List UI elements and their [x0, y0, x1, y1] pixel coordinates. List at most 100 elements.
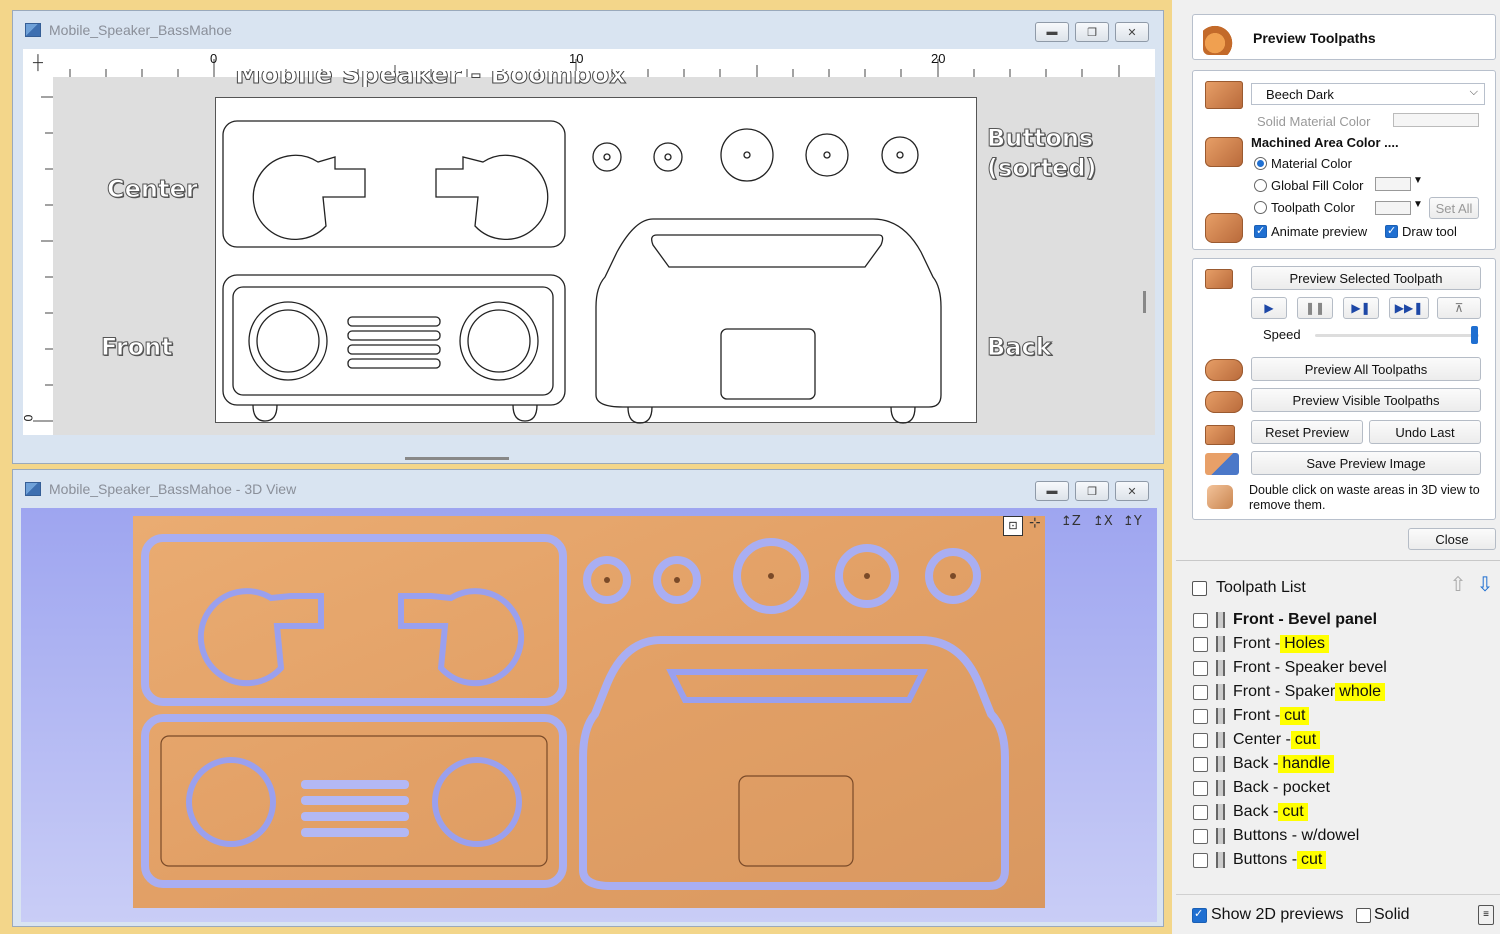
toolpath-row[interactable]: Back - handle [1190, 753, 1335, 775]
show-2d-previews-label: Show 2D previews [1211, 906, 1344, 923]
toolpath-row[interactable]: Back - pocket [1190, 777, 1330, 799]
to-top-button[interactable]: ⊼ [1437, 297, 1481, 319]
toolpath-highlight: Holes [1280, 635, 1330, 653]
label-center: Center [107, 175, 199, 204]
fast-forward-button[interactable]: ▶▶❚ [1389, 297, 1429, 319]
iso-view-icon[interactable]: ⊹ [1029, 514, 1041, 530]
tool-bit-icon [1216, 804, 1225, 820]
toolpath-name: Front - [1233, 635, 1281, 652]
window-3d-titlebar[interactable]: Mobile_Speaker_BassMahoe - 3D View [13, 470, 1163, 508]
preview-selected-toolpath-button[interactable]: Preview Selected Toolpath [1251, 266, 1481, 290]
vertical-scrollbar[interactable] [1143, 291, 1146, 313]
tool-bit-icon [1216, 852, 1225, 868]
toolpath-checkbox[interactable] [1193, 660, 1208, 676]
move-down-icon[interactable]: ⇩ [1476, 574, 1494, 596]
radio-material-color-label: Material Color [1271, 156, 1352, 171]
radio-material-color[interactable] [1254, 157, 1267, 170]
show-2d-previews-checkbox[interactable] [1192, 907, 1207, 923]
vector-drawing [222, 120, 942, 424]
ruler-label-10: 10 [569, 51, 584, 66]
ruler-origin-icon[interactable]: ┼ [23, 49, 53, 78]
x-view-icon[interactable]: ↥X [1093, 514, 1113, 529]
toolpath-name: Buttons - w/dowel [1233, 827, 1360, 844]
waste-removal-hint: Double click on waste areas in 3D view t… [1249, 483, 1480, 512]
toolpath-row[interactable]: Front - Spaker whole [1190, 681, 1386, 703]
close-window-button[interactable]: ✕ [1115, 22, 1149, 42]
toolpath-checkbox[interactable] [1193, 756, 1208, 772]
window-3d-title: Mobile_Speaker_BassMahoe - 3D View [49, 481, 297, 497]
close-window-button[interactable]: ✕ [1115, 481, 1149, 501]
vertical-ruler: 0 [21, 77, 54, 435]
toolpath-checkbox[interactable] [1193, 804, 1208, 820]
drawing-canvas[interactable]: Mobile Speaker - Boombox [53, 71, 1155, 460]
speed-slider-track[interactable] [1315, 334, 1479, 337]
fit-view-icon[interactable]: ⊡ [1003, 516, 1023, 536]
animate-icon [1205, 213, 1243, 243]
toolpath-checkbox[interactable] [1193, 828, 1208, 844]
toolpath-checkbox[interactable] [1193, 636, 1208, 652]
toolpath-row[interactable]: Center - cut [1190, 729, 1321, 751]
tool-bit-icon [1216, 684, 1225, 700]
3d-viewport[interactable]: ⊡ ⊹ ↥Z ↥X ↥Y [21, 508, 1157, 922]
chevron-down-icon: ▼ [1413, 175, 1423, 186]
set-all-button[interactable]: Set All [1429, 197, 1479, 219]
panel-options-icon[interactable]: ≡ [1478, 905, 1494, 925]
close-button[interactable]: Close [1408, 528, 1496, 550]
pause-button[interactable]: ❚❚ [1297, 297, 1333, 319]
reset-preview-button[interactable]: Reset Preview [1251, 420, 1363, 444]
preview-visible-toolpaths-button[interactable]: Preview Visible Toolpaths [1251, 388, 1481, 412]
radio-global-fill-color[interactable] [1254, 179, 1267, 192]
sheet-title-partial: Mobile Speaker - Boombox [235, 71, 627, 87]
play-button[interactable]: ▶ [1251, 297, 1287, 319]
toolpath-name: Front - [1233, 707, 1281, 724]
toolpath-list-checkbox[interactable] [1192, 581, 1207, 596]
document-icon [25, 23, 41, 37]
toolpath-highlight: cut [1290, 731, 1321, 749]
maximize-button[interactable]: ❐ [1075, 481, 1109, 501]
global-fill-color-swatch[interactable] [1375, 177, 1411, 191]
z-view-icon[interactable]: ↥Z [1061, 514, 1081, 529]
animate-preview-label: Animate preview [1271, 224, 1368, 239]
toolpath-row[interactable]: Front - Speaker bevel [1190, 657, 1387, 679]
draw-tool-checkbox[interactable] [1385, 224, 1398, 238]
toolpath-row[interactable]: Back - cut [1190, 801, 1308, 823]
animate-preview-checkbox[interactable] [1254, 224, 1267, 238]
toolpath-checkbox[interactable] [1193, 780, 1208, 796]
radio-toolpath-color[interactable] [1254, 201, 1267, 214]
minimize-button[interactable]: ▬ [1035, 481, 1069, 501]
toolpath-row[interactable]: Front - cut [1190, 705, 1310, 727]
toolpath-checkbox[interactable] [1193, 612, 1208, 628]
toolpath-name: Front - Bevel panel [1233, 611, 1378, 628]
horizontal-scrollbar[interactable] [405, 457, 509, 460]
toolpath-checkbox[interactable] [1193, 852, 1208, 868]
wood-preview [133, 516, 1045, 908]
step-forward-button[interactable]: ▶❚ [1343, 297, 1379, 319]
move-up-icon[interactable]: ⇧ [1449, 574, 1467, 596]
undo-last-button[interactable]: Undo Last [1369, 420, 1481, 444]
toolpath-row[interactable]: Front - Holes [1190, 633, 1330, 655]
reset-preview-icon [1205, 425, 1235, 445]
preview-header: Preview Toolpaths [1192, 14, 1496, 60]
toolpath-color-swatch[interactable] [1375, 201, 1411, 215]
toolpath-row[interactable]: Buttons - cut [1190, 849, 1327, 871]
toolpath-checkbox[interactable] [1193, 708, 1208, 724]
toolpath-checkbox[interactable] [1193, 732, 1208, 748]
toolpath-row[interactable]: Front - Bevel panel [1190, 609, 1377, 631]
solid-material-color-label: Solid Material Color [1257, 114, 1371, 129]
toolpath-checkbox[interactable] [1193, 684, 1208, 700]
maximize-button[interactable]: ❐ [1075, 22, 1109, 42]
tool-bit-icon [1216, 636, 1225, 652]
y-view-icon[interactable]: ↥Y [1123, 514, 1142, 529]
tool-bit-icon [1216, 828, 1225, 844]
material-dropdown[interactable]: Beech Dark ⌵ [1251, 83, 1485, 105]
minimize-button[interactable]: ▬ [1035, 22, 1069, 42]
radio-global-fill-color-label: Global Fill Color [1271, 178, 1364, 193]
speed-slider-thumb[interactable] [1471, 326, 1478, 344]
save-preview-image-button[interactable]: Save Preview Image [1251, 451, 1481, 475]
window-2d-titlebar[interactable]: Mobile_Speaker_BassMahoe [13, 11, 1163, 49]
solid-checkbox[interactable] [1356, 908, 1371, 923]
toolpath-row[interactable]: Buttons - w/dowel [1190, 825, 1359, 847]
panel-title: Preview Toolpaths [1253, 30, 1376, 46]
preview-all-toolpaths-button[interactable]: Preview All Toolpaths [1251, 357, 1481, 381]
cursor-hint-icon [1207, 485, 1233, 509]
